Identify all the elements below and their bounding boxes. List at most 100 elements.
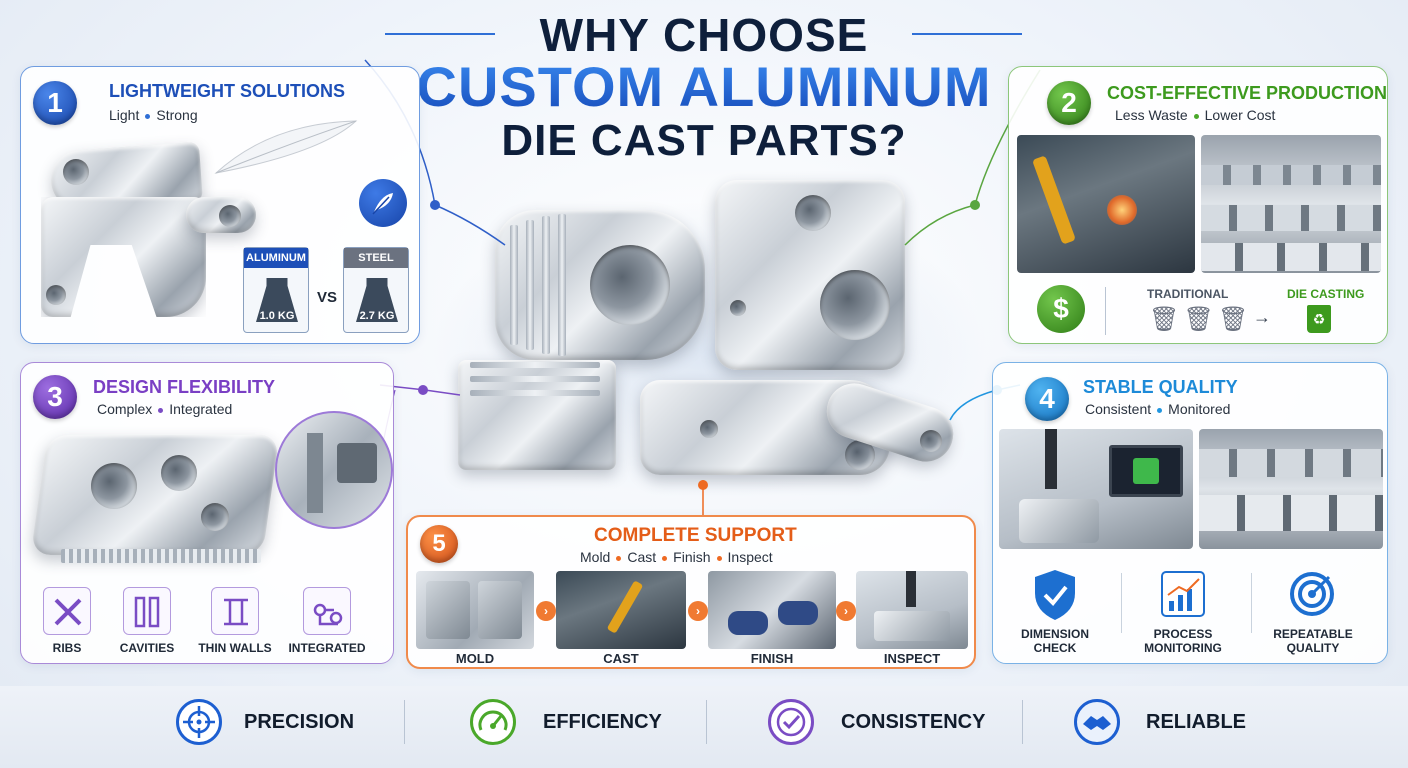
sub-finish: Finish [673,549,711,565]
cavities-icon [123,587,171,635]
housing-fin [542,216,550,354]
quality-divider [1251,573,1252,633]
pillar-efficiency: EFFICIENCY [543,711,662,733]
feature-ribs: RIBS [52,641,82,655]
panel-title-cost: COST-EFFECTIVE PRODUCTION [1107,83,1388,103]
zoom-rib [307,433,323,513]
link-arm-hole [920,430,942,452]
probe-spindle [906,571,916,607]
step-mold-photo [416,571,534,649]
die-casting-label: DIE CASTING [1287,287,1365,301]
molten-glow [1107,195,1137,225]
dot-separator [716,555,722,561]
title-rule-left [385,33,495,35]
step-mold-label: MOLD [455,651,495,666]
check-line: CHECK [1033,641,1077,655]
dot-separator [616,555,622,561]
pillar-divider [706,700,707,744]
feather-decoration [214,120,358,174]
check-process: PROCESS MONITORING [1133,627,1233,655]
pillar-divider [404,700,405,744]
parts-rows-photo [1201,135,1381,273]
sub-inspect: Inspect [727,549,773,565]
housing-fin [510,225,518,345]
step-finish-photo [708,571,836,649]
sub-complex: Complex [97,401,153,417]
step-arrow-icon: › [836,601,856,621]
pillar-precision: PRECISION [244,711,355,733]
handshake-icon [1074,699,1120,745]
shield-check-icon [1031,567,1079,628]
section-number-2: 2 [1047,81,1091,125]
robot-arm [1032,155,1076,245]
crosshair-icon [176,699,222,745]
probe-spindle [1045,429,1057,489]
check-line: PROCESS [1153,627,1213,641]
cad-model [1133,458,1159,484]
sub-light: Light [109,107,140,123]
panel-title-quality: STABLE QUALITY [1083,377,1238,397]
step-cast-label: CAST [603,651,639,666]
dot-separator [145,113,151,119]
pillars-bar [0,686,1408,768]
sub-integrated: Integrated [169,401,233,417]
bracket-hole [700,420,718,438]
feather-icon [359,179,407,227]
check-circle-icon [768,699,814,745]
step-arrow-icon: › [688,601,708,621]
ribs-icon [43,587,91,635]
check-line: MONITORING [1144,641,1222,655]
check-line: DIMENSION [1020,627,1089,641]
headline-line3: DIE CAST PARTS? [501,116,907,165]
step-cast-photo [556,571,686,649]
dot-separator [662,555,668,561]
arrow-right-icon: → [1253,307,1271,327]
check-repeatable: REPEATABLE QUALITY [1263,627,1363,655]
housing-bore [590,245,670,325]
plate-ribs [61,549,261,563]
section-number-4: 4 [1025,377,1069,421]
plate-cavity [201,503,229,531]
inspected-part [874,611,950,641]
section-number-1: 1 [33,81,77,125]
section-number-5: 5 [420,525,458,563]
headline-line1: WHY CHOOSE [539,9,869,61]
cost-divider [1105,287,1106,335]
factory-robot-photo [1017,135,1195,273]
parts-row [1201,205,1381,231]
dot-separator [158,407,164,413]
detail-zoom-circle [275,411,393,529]
check-line: REPEATABLE [1273,627,1353,641]
feature-thin-walls: THIN WALLS [198,641,272,655]
panel-sub-design: Complex Integrated [97,401,232,417]
pillar-divider [1022,700,1023,744]
gearbox-bore-large [820,270,890,340]
arm-hole [46,285,66,305]
aluminum-label: ALUMINUM [244,248,308,268]
heatsink-fin [470,362,600,368]
step-finish-label: FINISH [750,651,794,666]
panel-title-design: DESIGN FLEXIBILITY [93,377,276,397]
gearbox-bore-small [795,195,831,231]
monitor-screen [1109,445,1183,497]
parts-row [1201,165,1381,185]
lightweight-frame-part [41,197,206,317]
mold-half [426,581,470,639]
recycle-bin-icon: ♻ [1307,305,1331,333]
glove [728,611,768,635]
parts-row [1199,449,1383,477]
pillar-consistency: CONSISTENCY [841,711,986,733]
integrated-icon [303,587,351,635]
thin-walls-icon [211,587,259,635]
feature-cavities: CAVITIES [119,641,175,655]
plate-cavity [91,463,137,509]
glove [778,601,818,625]
quality-divider [1121,573,1122,633]
